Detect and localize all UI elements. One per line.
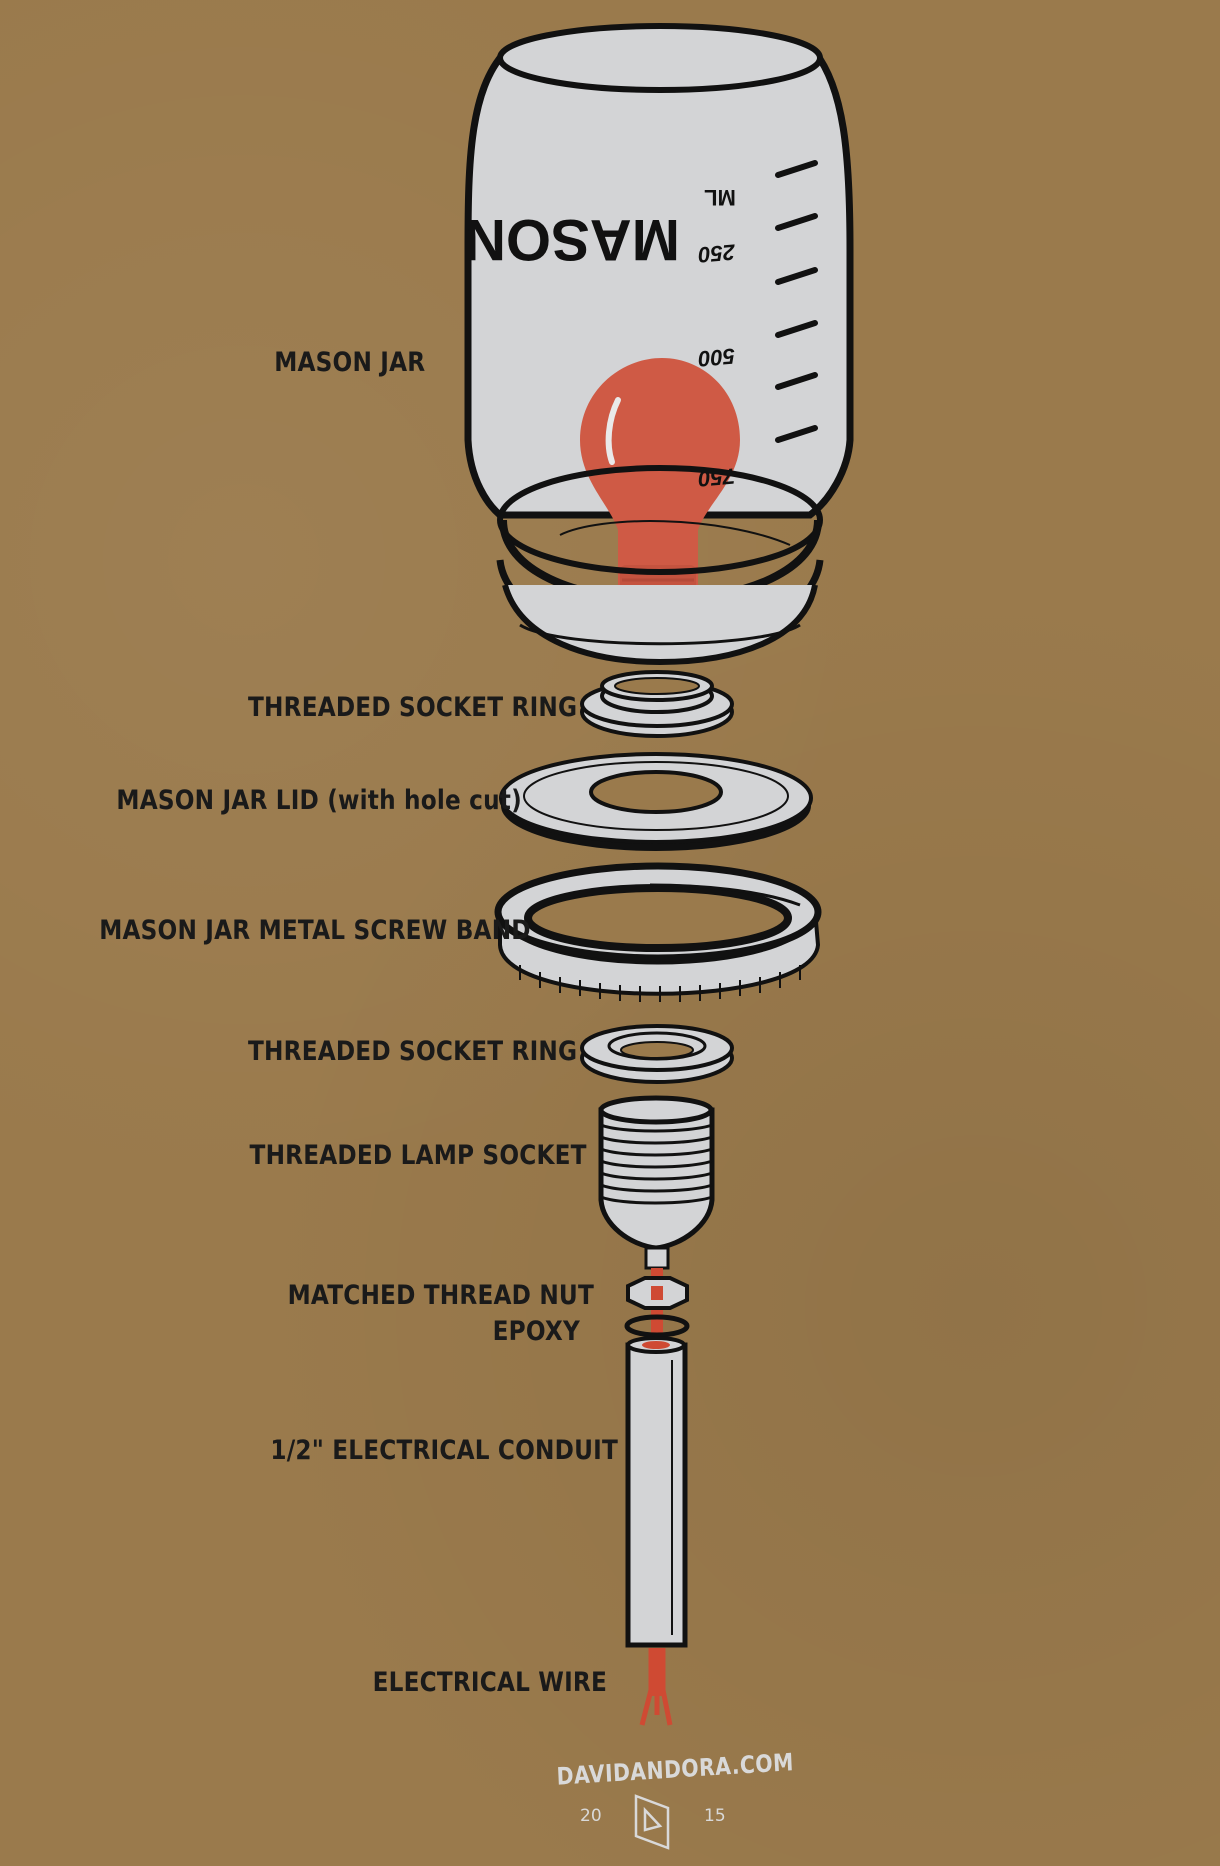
footer-year-left: 20 [580,1806,602,1826]
jar-brand-text: MASON [464,207,680,272]
label-mason-jar: MASON JAR [274,347,426,378]
label-lid: MASON JAR LID (with hole cut) [116,785,522,816]
epoxy-ring [624,1314,690,1338]
label-conduit: 1/2" ELECTRICAL CONDUIT [270,1435,618,1466]
socket-ring-bottom [580,1024,734,1084]
label-lamp-socket: THREADED LAMP SOCKET [249,1140,587,1171]
footer-logo-icon [634,1794,670,1850]
footer-year-right: 15 [704,1806,726,1826]
threaded-lamp-socket [598,1095,715,1270]
label-screw-band: MASON JAR METAL SCREW BAND [99,915,531,946]
jar-mark-500: 500 [697,343,737,371]
measurement-marks [775,160,818,443]
label-socket-ring-bottom: THREADED SOCKET RING [248,1036,578,1067]
mason-jar-lid [499,752,813,851]
label-socket-ring-top: THREADED SOCKET RING [248,692,578,723]
jar-mark-250: 250 [697,239,738,267]
mason-jar-screw-band [494,862,822,1002]
socket-ring-top [580,670,734,738]
label-wire: ELECTRICAL WIRE [372,1667,607,1698]
label-thread-nut: MATCHED THREAD NUT [287,1280,594,1311]
electrical-conduit [625,1336,688,1648]
jar-unit-text: ML [704,185,736,210]
label-epoxy: EPOXY [492,1316,580,1347]
matched-thread-nut [626,1276,689,1310]
mason-jar: MASON ML 250 500 750 [464,23,854,666]
